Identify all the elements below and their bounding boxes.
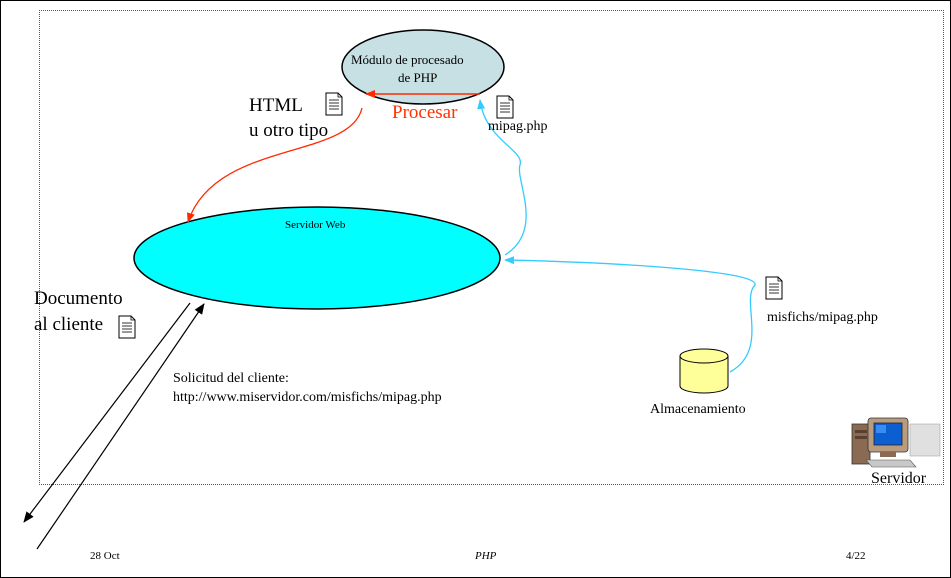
footer-date: 28 Oct <box>90 550 120 562</box>
web-server-label: Servidor Web <box>285 219 346 231</box>
database-icon <box>679 348 729 394</box>
web-server-ellipse <box>133 206 501 310</box>
request-arrow <box>36 303 205 550</box>
document-label-2: al cliente <box>34 314 104 335</box>
document-arrow <box>23 302 191 523</box>
mipag-fetch-arrow <box>477 99 527 256</box>
document-icon <box>118 315 136 339</box>
footer-title: PHP <box>475 550 497 562</box>
process-label: Procesar <box>392 102 458 123</box>
html-label-1: HTML <box>249 95 303 116</box>
server-boundary <box>39 10 944 485</box>
misfichs-label: misfichs/mipag.php <box>767 310 878 325</box>
document-icon <box>496 95 514 119</box>
php-module-label-2: de PHP <box>398 70 438 85</box>
php-module-label-1: Módulo de procesado <box>351 52 464 67</box>
footer-page-number: 4/22 <box>846 550 866 562</box>
html-return-arrow <box>187 107 363 223</box>
storage-arrow <box>504 256 756 373</box>
computer-icon <box>851 417 941 468</box>
document-icon <box>765 276 783 300</box>
php-module-ellipse <box>341 29 505 105</box>
document-icon <box>325 92 343 116</box>
mipag-label: mipag.php <box>488 119 548 134</box>
server-label: Servidor <box>871 470 927 487</box>
request-label-2: http://www.miservidor.com/misfichs/mipag… <box>173 390 442 405</box>
document-label-1: Documento <box>34 288 123 309</box>
storage-label: Almacenamiento <box>650 402 746 417</box>
html-label-2: u otro tipo <box>249 120 329 141</box>
request-label-1: Solicitud del cliente: <box>173 371 289 386</box>
